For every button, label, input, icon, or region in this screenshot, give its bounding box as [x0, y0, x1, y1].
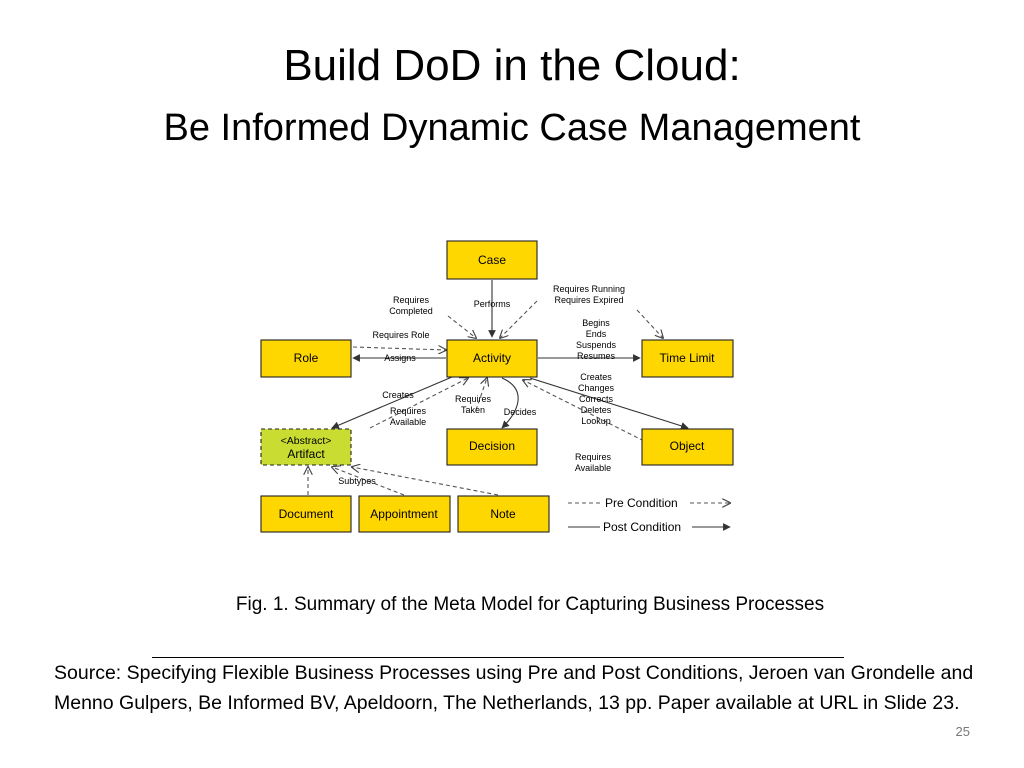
label-object-requires-1: Requires [575, 452, 612, 462]
box-role: Role [260, 339, 352, 378]
box-object-label: Object [670, 439, 705, 453]
box-activity: Activity [446, 339, 538, 378]
box-decision-label: Decision [469, 439, 515, 453]
label-lookup: Lookup [581, 416, 611, 426]
label-subtypes: Subtypes [338, 476, 376, 486]
box-artifact-stereotype: <Abstract> [281, 435, 332, 447]
label-requires-taken-2: Taken [461, 405, 485, 415]
label-object-requires-2: Available [575, 463, 611, 473]
divider [152, 657, 844, 658]
edge-requires-role [352, 347, 446, 350]
box-note-label: Note [490, 507, 516, 521]
box-appointment-label: Appointment [370, 507, 438, 521]
label-deletes: Deletes [581, 405, 612, 415]
box-activity-label: Activity [473, 351, 511, 365]
label-assigns: Assigns [384, 353, 416, 363]
box-case: Case [446, 240, 538, 280]
edge-activity-artifact [331, 376, 453, 429]
label-ends: Ends [586, 329, 607, 339]
edge-appointment-artifact [332, 467, 405, 496]
slide-number: 25 [955, 724, 970, 739]
box-artifact: <Abstract> Artifact [260, 428, 352, 466]
edge-time-limit-activity [500, 300, 538, 338]
label-changes: Changes [578, 383, 615, 393]
box-appointment: Appointment [358, 495, 451, 533]
label-requires-completed-2: Completed [389, 306, 433, 316]
label-creates-object: Creates [580, 372, 612, 382]
label-suspends: Suspends [576, 340, 617, 350]
box-document-label: Document [279, 507, 334, 521]
edge-activity-object [529, 377, 689, 430]
legend: Pre Condition Post Condition [568, 496, 730, 534]
box-artifact-label: Artifact [287, 447, 325, 461]
edge-activity-decision [501, 377, 519, 429]
box-time-limit: Time Limit [641, 339, 734, 378]
label-performs: Performs [474, 299, 511, 309]
box-document: Document [260, 495, 352, 533]
edge-requires-completed [447, 315, 476, 338]
label-resumes: Resumes [577, 351, 616, 361]
box-role-label: Role [294, 351, 319, 365]
figure-caption: Fig. 1. Summary of the Meta Model for Ca… [235, 594, 825, 615]
legend-post-condition: Post Condition [603, 520, 681, 534]
label-requires-available-2: Available [390, 417, 426, 427]
label-requires-running: Requires Running [553, 284, 625, 294]
label-requires-completed-1: Requires [393, 295, 430, 305]
source-citation: Source: Specifying Flexible Business Pro… [54, 662, 974, 714]
edge-case-time-limit [636, 309, 663, 338]
edge-artifact-activity [369, 378, 468, 429]
label-requires-expired: Requires Expired [554, 295, 623, 305]
label-corrects: Corrects [579, 394, 614, 404]
legend-pre-condition: Pre Condition [605, 496, 678, 510]
label-requires-role: Requires Role [372, 330, 429, 340]
label-requires-available-1: Requires [390, 406, 427, 416]
meta-model-diagram: Case Role Activity Time Limit <Abstract>… [260, 240, 734, 534]
label-creates-artifact: Creates [382, 390, 414, 400]
slide-title: Build DoD in the Cloud: [283, 41, 741, 90]
label-begins: Begins [582, 318, 610, 328]
label-decides: Decides [504, 407, 537, 417]
box-time-limit-label: Time Limit [660, 351, 716, 365]
slide-subtitle: Be Informed Dynamic Case Management [163, 107, 861, 149]
box-object: Object [641, 428, 734, 466]
edge-note-artifact [352, 467, 499, 496]
box-case-label: Case [478, 253, 506, 267]
box-note: Note [457, 495, 550, 533]
label-requires-taken-1: Requires [455, 394, 492, 404]
box-decision: Decision [446, 428, 538, 466]
edge-object-activity [523, 380, 651, 445]
edge-requires-taken [475, 378, 487, 411]
